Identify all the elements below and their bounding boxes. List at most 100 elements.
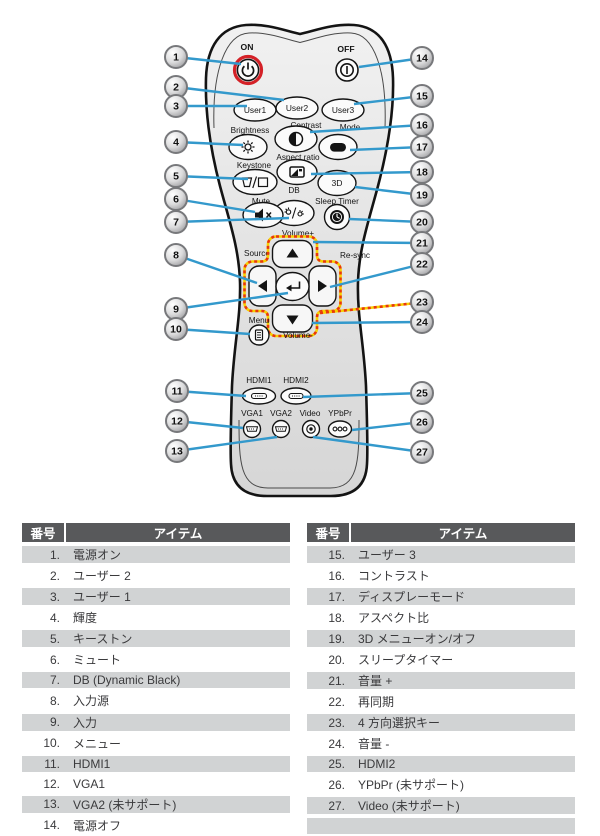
- row-item: 音量 -: [358, 737, 390, 751]
- hdmi-connector-icon: [250, 392, 268, 400]
- row-number: 23.: [307, 714, 351, 731]
- callout-17: 17: [410, 135, 434, 159]
- header-item: アイテム: [351, 523, 575, 542]
- row-number: 5.: [22, 630, 66, 648]
- table-row: 21.音量 +: [307, 672, 575, 689]
- callout-line-27: [312, 435, 423, 454]
- svg-text:10: 10: [170, 324, 182, 336]
- row-item: ディスプレーモード: [351, 588, 575, 605]
- callout-3: 3: [164, 94, 188, 118]
- brightness-label: Brightness: [231, 126, 270, 135]
- table-row: 14.電源オフ: [22, 817, 290, 834]
- callout-line-17: [349, 145, 423, 152]
- remote-inner-bottom-line: [238, 419, 360, 489]
- row-item: 輝度: [73, 611, 98, 626]
- callout-23: 23: [410, 290, 434, 314]
- row-item: ユーザー 2: [73, 569, 131, 584]
- table-row: 1.電源オン: [22, 546, 290, 564]
- row-number: 27.: [307, 797, 351, 814]
- brightness-button: [228, 133, 268, 161]
- item-tables: 番号 アイテム 1.電源オン 2.ユーザー 2 3.ユーザー 1 4.輝度 5.…: [0, 519, 600, 836]
- table-header-row: 番号 アイテム: [22, 523, 290, 542]
- row-item: キーストン: [66, 630, 290, 648]
- component-connector-icon: [332, 426, 348, 432]
- table-row: 18.アスペクト比: [307, 609, 575, 626]
- svg-text:24: 24: [416, 317, 428, 329]
- mode-button: [318, 133, 358, 161]
- power-off-icon: [339, 62, 354, 77]
- row-item: ミュート: [73, 653, 122, 668]
- row-number: 16.: [328, 568, 345, 583]
- resync-label: Re-sync: [340, 251, 370, 260]
- table-row: 4.輝度: [22, 609, 290, 626]
- callout-14: 14: [410, 46, 434, 70]
- svg-text:9: 9: [173, 304, 179, 316]
- contrast-button: [274, 125, 318, 153]
- down-arrow-icon: [286, 315, 299, 325]
- right-arrow-icon: [318, 280, 327, 292]
- row-item: 再同期: [358, 695, 395, 709]
- svg-text:17: 17: [416, 142, 428, 154]
- callout-circles: 1 2 3 4 5 6 7 8 9 10 11 12 13 14 15 16 1…: [164, 45, 434, 464]
- rca-connector-icon: [306, 424, 316, 434]
- aspect-ratio-button: [276, 158, 318, 186]
- svg-text:19: 19: [416, 190, 428, 202]
- menu-label: Menu: [249, 316, 270, 325]
- table-row: 5.キーストン: [22, 630, 290, 648]
- keystone-icon: [241, 176, 269, 189]
- power-on-button: [232, 54, 264, 86]
- table-row: 19.3D メニューオン/オフ: [307, 630, 575, 647]
- table-row: 17.ディスプレーモード: [307, 588, 575, 605]
- svg-text:6: 6: [173, 194, 179, 206]
- sleep-timer-icon: [330, 210, 344, 224]
- header-number: 番号: [307, 523, 351, 542]
- svg-text:1: 1: [173, 52, 179, 64]
- power-off-label: OFF: [337, 44, 354, 54]
- row-item: 電源オン: [66, 546, 290, 564]
- row-item: 音量 +: [351, 672, 575, 689]
- sleep-timer-button: [323, 203, 351, 231]
- table-row: 3.ユーザー 1: [22, 588, 290, 606]
- hdmi1-button: [241, 387, 277, 405]
- callout-15: 15: [410, 84, 434, 108]
- svg-text:5: 5: [173, 171, 179, 183]
- table-row: 24.音量 -: [307, 735, 575, 752]
- svg-text:3: 3: [173, 101, 179, 113]
- hdmi2-label: HDMI2: [283, 376, 309, 385]
- row-item: 入力源: [73, 694, 110, 709]
- row-number: 13.: [22, 795, 66, 813]
- callout-13: 13: [165, 439, 189, 463]
- table-row: 13.VGA2 (未サポート): [22, 795, 290, 813]
- callout-line-25: [302, 391, 423, 399]
- svg-text:20: 20: [416, 217, 428, 229]
- callout-27: 27: [410, 440, 434, 464]
- svg-text:15: 15: [416, 91, 428, 103]
- volume-minus-label: Volume-: [283, 331, 313, 340]
- svg-text:21: 21: [416, 238, 428, 250]
- callout-line-23-dotted: [319, 302, 413, 315]
- row-number: 15.: [307, 546, 351, 563]
- callout-20: 20: [410, 210, 434, 234]
- callout-25: 25: [410, 381, 434, 405]
- callout-21: 21: [410, 231, 434, 255]
- callout-4: 4: [164, 130, 188, 154]
- keystone-button: [232, 168, 278, 196]
- callout-line-6: [175, 197, 256, 214]
- table-row: 2.ユーザー 2: [22, 567, 290, 584]
- row-item: HDMI2: [351, 756, 575, 772]
- table-row: 12.VGA1: [22, 776, 290, 792]
- user3-button-label: User3: [332, 105, 355, 115]
- callout-10: 10: [164, 317, 188, 341]
- three-d-button: 3D: [317, 169, 357, 197]
- callout-19: 19: [410, 183, 434, 207]
- table-row: 25.HDMI2: [307, 756, 575, 772]
- volume-plus-label: Volume+: [282, 229, 314, 238]
- callout-16: 16: [410, 113, 434, 137]
- row-number: 6.: [49, 652, 60, 667]
- row-number: 1.: [22, 546, 66, 564]
- svg-text:11: 11: [171, 386, 182, 398]
- row-item: YPbPr (未サポート): [358, 778, 465, 792]
- row-number: 9.: [22, 713, 66, 731]
- user3-button: User3: [321, 98, 365, 122]
